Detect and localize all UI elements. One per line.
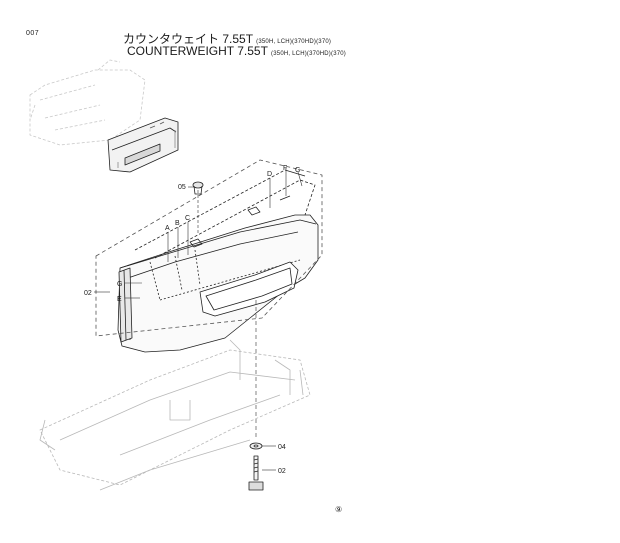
page-number: 007 — [26, 30, 40, 37]
title-english-main: COUNTERWEIGHT 7.55T — [127, 44, 268, 58]
title-japanese-main: カウンタウェイト 7.55T — [123, 32, 253, 46]
title-japanese-models: (350H, LCH)(370HD)(370) — [256, 39, 332, 45]
title-japanese: カウンタウェイト 7.55T (350H, LCH)(370HD)(370) — [123, 30, 331, 47]
callout-d: D — [267, 171, 272, 178]
washer-part — [249, 442, 263, 450]
lifting-eye-part — [192, 181, 204, 195]
callout-labels: 05 02 G E A B C D F G 04 02 — [84, 165, 300, 475]
callout-e: E — [117, 296, 122, 303]
callout-c: C — [185, 215, 190, 222]
callout-g-left: G — [117, 281, 122, 288]
callout-02-bolt: 02 — [278, 468, 286, 475]
figure-mark: ⑨ — [335, 505, 343, 514]
title-english: COUNTERWEIGHT 7.55T (350H, LCH)(370HD)(3… — [127, 44, 346, 58]
dashed-envelope — [95, 159, 323, 337]
upper-frame-ghost — [39, 339, 311, 491]
callout-04: 04 — [278, 444, 286, 451]
callout-f: F — [283, 165, 287, 172]
counterweight-main — [117, 169, 319, 353]
callout-g-right: G — [295, 167, 300, 174]
leader-lines — [94, 168, 303, 471]
callout-a: A — [165, 225, 170, 232]
machine-outline-ghost — [29, 59, 146, 146]
callout-05: 05 — [178, 184, 186, 191]
title-english-models: (350H, LCH)(370HD)(370) — [271, 51, 347, 57]
bolt-part — [248, 455, 264, 491]
callout-b: B — [175, 220, 180, 227]
counterweight-reference-view — [107, 117, 179, 173]
callout-02-left: 02 — [84, 290, 92, 297]
